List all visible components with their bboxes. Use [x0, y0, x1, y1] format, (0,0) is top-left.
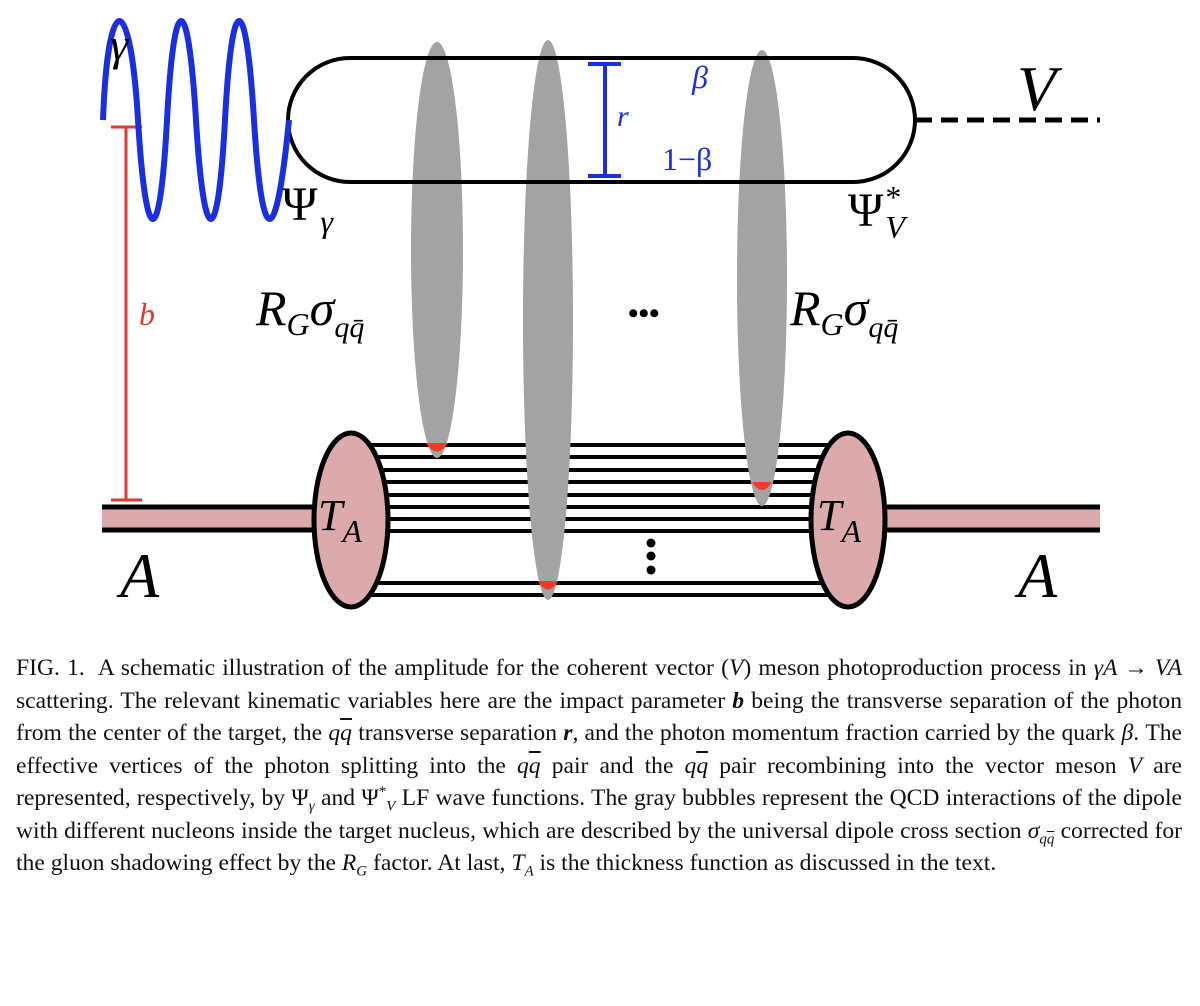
horizontal-ellipsis: ••• — [628, 297, 660, 330]
psi-v-label: Ψ*V — [848, 179, 908, 245]
dipole-loop — [286, 56, 917, 184]
thickness-blobs — [311, 430, 888, 610]
one-minus-beta-label: 1−β — [662, 141, 712, 177]
vertical-ellipsis — [646, 538, 656, 575]
nucleus-beam — [102, 504, 1100, 533]
photon-wave — [100, 18, 292, 222]
nucleus-label-left: A — [116, 540, 160, 611]
process-formula: γA → VA — [1093, 655, 1182, 681]
nucleus-label-right: A — [1014, 540, 1058, 611]
interaction-bubbles — [411, 40, 787, 600]
r-label: r — [617, 100, 629, 133]
vector-meson-label: V — [1017, 53, 1063, 124]
figure-number: FIG. 1. — [16, 655, 85, 681]
dipole-size-marker — [588, 62, 621, 178]
schematic-figure: γ r β 1−β V Ψγ Ψ*V b RGσqq̄ RGσqq̄ ••• T… — [100, 18, 1100, 611]
figure-caption: FIG. 1. A schematic illustration of the … — [16, 655, 1183, 880]
psi-gamma-label: Ψγ — [282, 178, 334, 239]
thickness-label-left: TA — [318, 491, 362, 549]
photon-label: γ — [110, 19, 130, 70]
cross-section-label-left: RGσqq̄ — [255, 280, 364, 344]
cross-section-label-right: RGσqq̄ — [789, 280, 898, 344]
b-label: b — [139, 296, 155, 332]
beta-label: β — [691, 59, 708, 95]
thickness-label-right: TA — [817, 491, 861, 549]
impact-parameter-bar — [111, 125, 142, 502]
